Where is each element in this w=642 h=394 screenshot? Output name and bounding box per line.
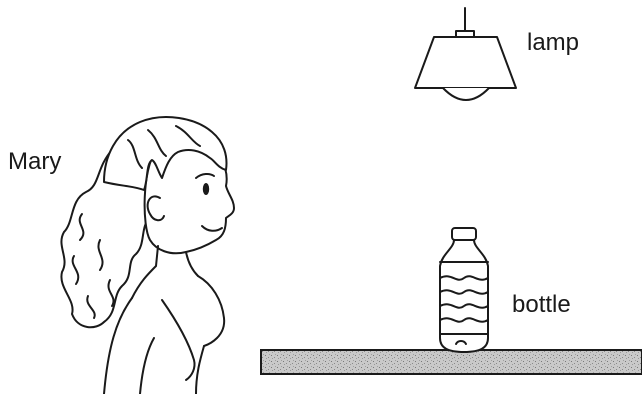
bottle-cap [452,228,476,240]
bottle-illustration [440,228,488,352]
mary-label: Mary [8,150,61,174]
shelf-illustration [261,350,642,374]
mary-eye [203,183,209,195]
shelf-board [261,350,642,374]
bottle-body [440,240,488,352]
lamp-bulb [443,88,489,100]
lamp-label: lamp [527,31,579,55]
lamp-illustration [415,8,516,100]
bottle-label: bottle [512,293,571,317]
mary-illustration [61,117,234,394]
lamp-shade [415,37,516,88]
